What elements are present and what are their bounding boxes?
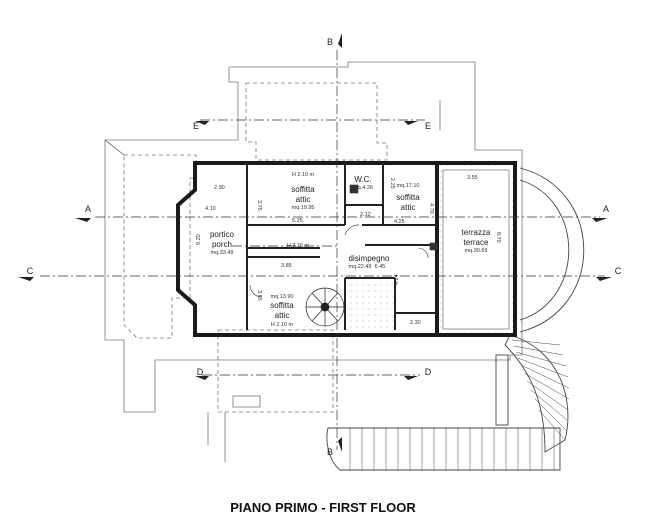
room-labels: H 2.10 m soffitta attic mq.19.95 W.C. mq… (210, 172, 491, 328)
section-label-a-right: A (603, 204, 609, 214)
attic-bottom-name-it: soffitta (270, 301, 294, 310)
section-label-a-left: A (85, 204, 91, 214)
porch-area: mq.33.49 (211, 250, 234, 256)
section-label-e-left: E (193, 121, 199, 131)
hall-dimension: 6.45 (375, 264, 386, 270)
dimension-2-12: 2.12 (360, 212, 371, 218)
dimension-4-25: 4.25 (394, 219, 405, 225)
attic-right-name-it: soffitta (396, 193, 420, 202)
section-label-b-top: B (327, 37, 333, 47)
dimension-2-90: 2.90 (214, 185, 225, 191)
dimension-3-75: 3.75 (256, 200, 262, 211)
roof-outline (104, 61, 523, 462)
hall-name-it: disimpegno (349, 254, 390, 263)
dimension-4-70: 4.70 (428, 203, 434, 214)
dimension-5-25: 5.25 (292, 218, 303, 224)
hall-area: mq.22.49 (349, 264, 372, 270)
corridor-height: H 3.15 m (287, 243, 310, 249)
porch-name-it: portico (210, 230, 235, 239)
spiral-staircase (305, 287, 345, 327)
attic-top-name-en: attic (296, 195, 311, 204)
attic-right-area: mq.17.10 (397, 183, 420, 189)
porch-name-en: porch (212, 240, 232, 249)
attic-top-height: H 2.10 m (292, 172, 315, 178)
dimension-3-85: 3.85 (281, 263, 292, 269)
attic-right-name-en: attic (401, 203, 416, 212)
terrace-area: mq.30.69 (465, 248, 488, 254)
dimension-labels: 2.90 4.10 9.20 3.75 5.25 2.12 4.25 2.25 … (196, 175, 501, 326)
attic-top-area: mq.19.95 (292, 205, 315, 211)
dimension-9-20: 9.20 (196, 234, 202, 245)
dimension-3-65: 3.65 (256, 290, 262, 301)
dimension-8-70: 8.70 (495, 232, 501, 243)
terrace-name-en: terrace (464, 238, 489, 247)
external-stair (326, 167, 585, 471)
dimension-2-25: 2.25 (389, 178, 395, 189)
attic-bottom-name-en: attic (275, 311, 290, 320)
section-label-d-left: D (197, 367, 204, 377)
terrace-name-it: terrazza (462, 228, 491, 237)
dimension-3-55: 3.55 (467, 175, 478, 181)
section-label-b-bottom: B (327, 447, 333, 457)
building-walls (176, 161, 517, 337)
section-label-e-right: E (425, 121, 431, 131)
hall-floor (347, 280, 393, 328)
section-letters: B B A A C C E E D D (27, 37, 622, 457)
section-label-c-left: C (27, 266, 34, 276)
door-swings (249, 184, 438, 298)
attic-top-name-it: soffitta (291, 185, 315, 194)
dimension-4-24: 4.24 (394, 274, 400, 285)
section-label-c-right: C (615, 266, 622, 276)
wc-area: mq.4.26 (353, 185, 373, 191)
section-lines (40, 50, 605, 450)
attic-bottom-area: mq.13.90 (271, 294, 294, 300)
wc-name: W.C. (354, 175, 371, 184)
drawing-caption: PIANO PRIMO - FIRST FLOOR (230, 500, 416, 515)
dimension-4-10: 4.10 (205, 206, 216, 212)
attic-bottom-height: H 2.10 m (271, 322, 294, 328)
section-label-d-right: D (425, 367, 432, 377)
dimension-2-30: 2.30 (410, 320, 421, 326)
section-markers (18, 33, 612, 452)
interior-partitions (246, 163, 437, 330)
